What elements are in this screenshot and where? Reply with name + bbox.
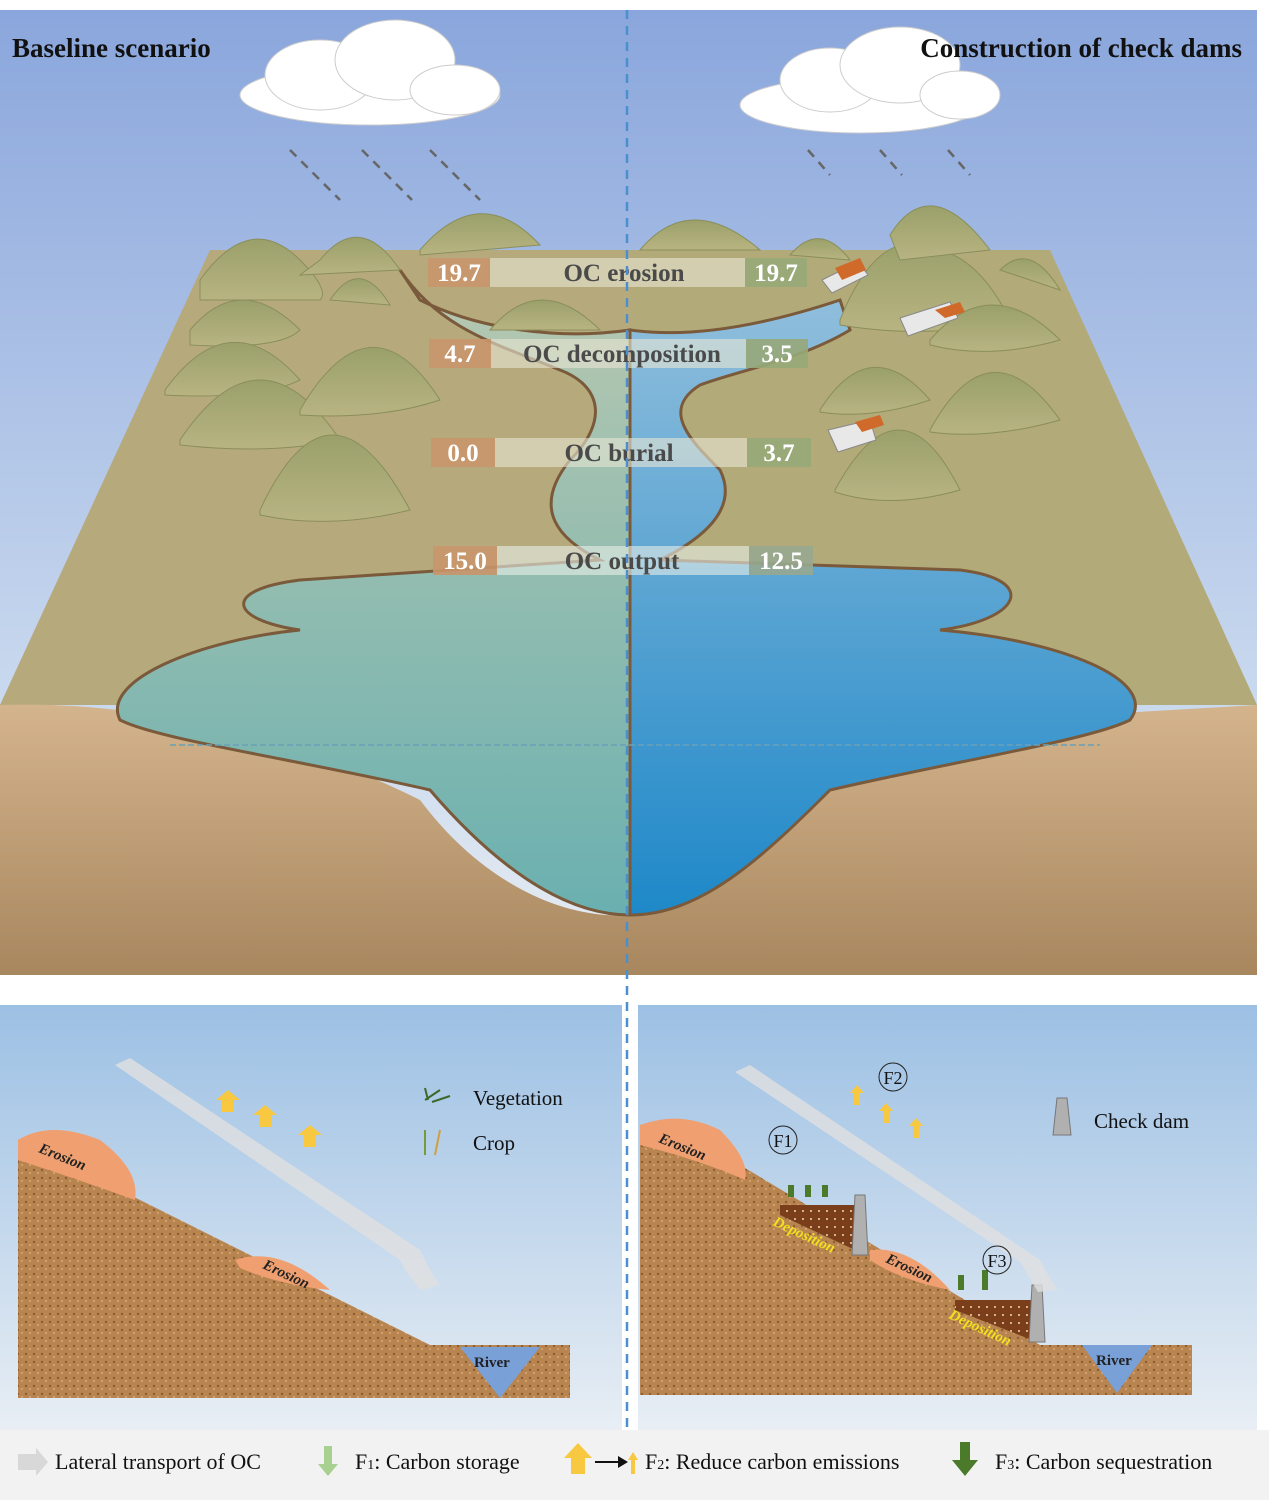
hillslope: [640, 1121, 1192, 1395]
check-dams-value: 12.5: [759, 548, 803, 575]
river-label: River: [1096, 1353, 1132, 1369]
vegetation-icon: [424, 1087, 451, 1103]
check-dam-icon: [1028, 1284, 1046, 1343]
check-dam-icon: [851, 1194, 869, 1256]
top-panel: Baseline scenario Construction of check …: [0, 10, 1257, 975]
river-label: River: [474, 1355, 510, 1371]
baseline-value: 19.7: [437, 260, 481, 287]
cloud-right-icon: [739, 26, 1001, 134]
flux-label: OC erosion: [563, 260, 684, 287]
carbon-storage-icon: [318, 1446, 338, 1476]
bottom-left-panel: Erosion Erosion River Vegetation Crop: [0, 1005, 622, 1430]
river-baseline: [116, 269, 632, 917]
check-dam-icons: [821, 258, 965, 453]
deposition-zone: [780, 1205, 855, 1250]
emission-large-icon: [564, 1443, 592, 1474]
hillslope: [18, 1135, 570, 1398]
check-dams-value: 19.7: [754, 260, 798, 287]
rain-right-icon: [807, 149, 971, 176]
lateral-transport-arrow: [115, 1058, 440, 1290]
river-channel: [460, 1347, 540, 1398]
svg-text:F1: F1: [773, 1131, 792, 1151]
terrain-cross-section: [0, 704, 1257, 975]
flux-row-decomposition: 4.7 OC decomposition 3.5: [429, 339, 808, 368]
flux-label: OC decomposition: [523, 341, 721, 368]
legend-f2-label: F2: Reduce carbon emissions: [645, 1449, 899, 1474]
arrow-right-icon: [618, 1456, 628, 1468]
f1-marker: F1: [768, 1125, 798, 1155]
baseline-title: Baseline scenario: [12, 33, 211, 63]
legend: Lateral transport of OC F1: Carbon stora…: [0, 1430, 1269, 1500]
legend-f3-label: F3: Carbon sequestration: [995, 1449, 1212, 1474]
legend-lateral-label: Lateral transport of OC: [55, 1449, 261, 1474]
legend-check-dam-label: Check dam: [1094, 1109, 1189, 1133]
emission-small-icon: [628, 1452, 638, 1474]
crop-icon: [424, 1129, 441, 1156]
svg-text:F3: F3: [987, 1251, 1006, 1271]
reduced-emission-arrows: [850, 1085, 923, 1138]
emission-arrows: [216, 1090, 322, 1147]
f3-marker: F3: [982, 1245, 1012, 1275]
flux-row-output: 15.0 OC output 12.5: [433, 546, 813, 575]
legend-vegetation-label: Vegetation: [473, 1086, 563, 1110]
rain-left-icon: [289, 149, 481, 201]
river-channel: [1082, 1345, 1152, 1393]
baseline-value: 15.0: [443, 548, 487, 575]
f2-marker: F2: [878, 1062, 908, 1092]
flux-label: OC output: [565, 548, 680, 575]
check-dams-title: Construction of check dams: [920, 33, 1242, 63]
check-dams-value: 3.7: [763, 440, 794, 467]
flux-row-erosion: 19.7 OC erosion 19.7: [428, 258, 807, 287]
bottom-right-panel: Erosion Erosion Deposition Deposition Ri…: [638, 1005, 1257, 1430]
check-dam-legend-icon: [1052, 1097, 1072, 1136]
legend-crop-label: Crop: [473, 1131, 515, 1155]
sequestration-arrows: [788, 1185, 988, 1290]
lateral-transport-icon: [18, 1448, 48, 1476]
mountains: [164, 205, 1062, 522]
baseline-value: 0.0: [447, 440, 478, 467]
lateral-transport-arrow: [735, 1065, 1058, 1292]
baseline-value: 4.7: [444, 341, 475, 368]
carbon-sequestration-icon: [952, 1442, 978, 1476]
legend-f1-label: F1: Carbon storage: [355, 1449, 520, 1474]
flux-label: OC burial: [564, 440, 673, 467]
flux-row-burial: 0.0 OC burial 3.7: [431, 438, 811, 467]
check-dams-value: 3.5: [761, 341, 792, 368]
svg-text:F2: F2: [883, 1068, 902, 1088]
erosion-zone: [18, 1130, 136, 1200]
cloud-left-icon: [239, 19, 501, 126]
